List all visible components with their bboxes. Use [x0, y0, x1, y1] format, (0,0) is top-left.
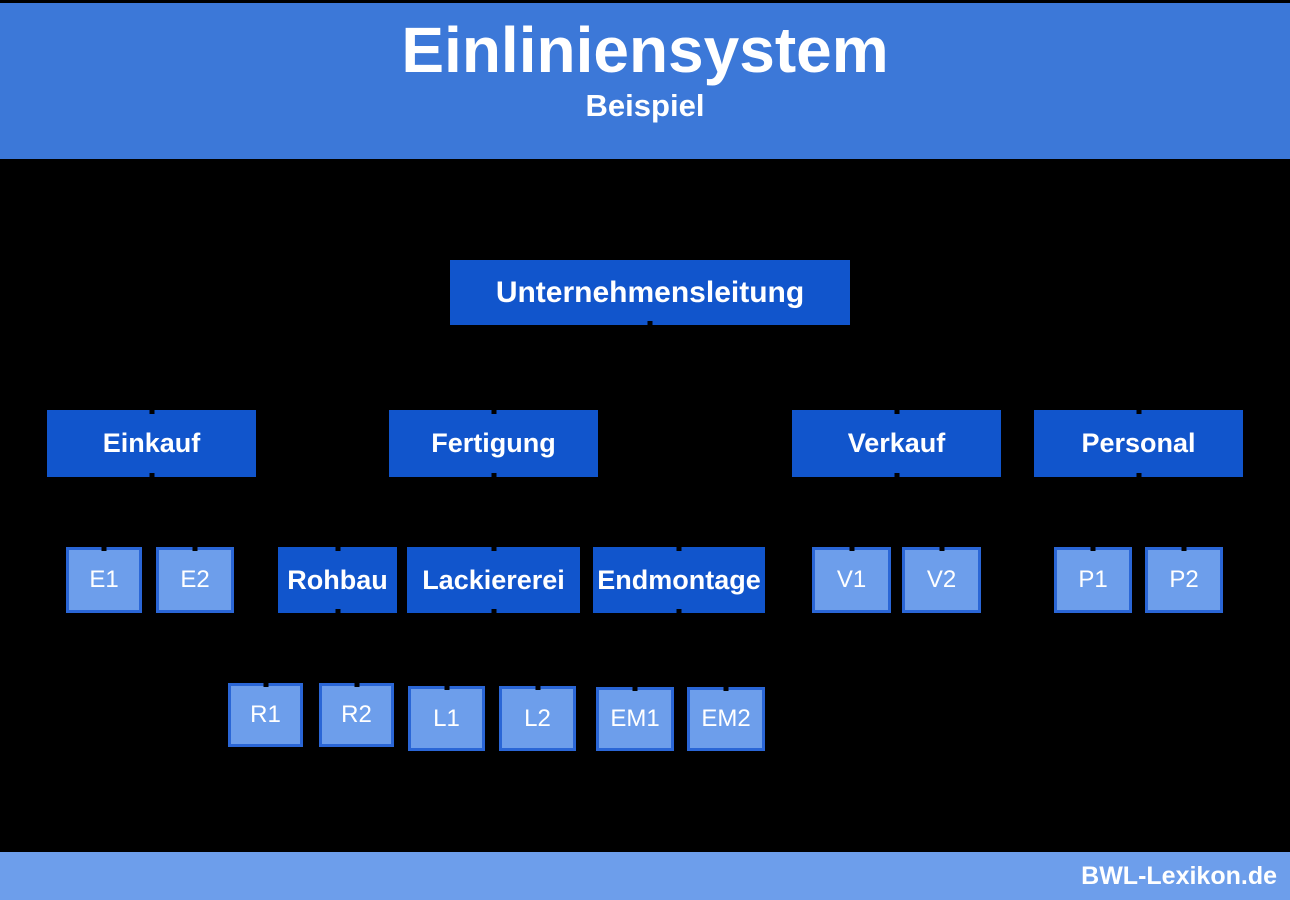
node-label: EM2: [701, 705, 751, 732]
connector-notch: [1090, 547, 1096, 551]
node-p2: P2: [1145, 547, 1223, 613]
connector-notch: [1181, 547, 1187, 551]
node-label: E2: [180, 566, 210, 593]
node-label: Unternehmensleitung: [495, 275, 805, 309]
node-label: L2: [524, 704, 551, 732]
node-v1: V1: [812, 547, 891, 613]
node-label: Fertigung: [431, 428, 556, 458]
connector-notch: [1136, 473, 1141, 477]
connector-notch: [849, 547, 854, 551]
node-label: R1: [250, 701, 281, 728]
node-label: Personal: [1081, 428, 1196, 458]
node-personal: Personal: [1034, 410, 1243, 477]
connector-notch: [894, 410, 899, 414]
footer-band: BWL-Lexikon.de: [0, 852, 1290, 900]
node-v2: V2: [902, 547, 981, 613]
node-l1: L1: [408, 686, 485, 751]
node-endmontage: Endmontage: [593, 547, 765, 613]
node-label: EM1: [610, 705, 660, 732]
node-verkauf: Verkauf: [792, 410, 1001, 477]
connector-notch: [149, 473, 154, 477]
node-rohbau: Rohbau: [278, 547, 397, 613]
node-label: Einkauf: [102, 428, 201, 458]
connector-notch: [647, 321, 653, 325]
connector-notch: [491, 609, 496, 613]
connector-notch: [939, 547, 944, 551]
connector-notch: [676, 547, 682, 551]
connector-notch: [335, 547, 340, 551]
node-label: P2: [1169, 566, 1199, 593]
connector-notch: [101, 547, 107, 551]
node-label: L1: [433, 704, 460, 732]
connector-notch: [1136, 410, 1141, 414]
header-band: Einliniensystem Beispiel: [0, 3, 1290, 159]
node-label: E1: [89, 566, 119, 593]
node-label: V2: [926, 566, 957, 593]
node-unternehmensleitung: Unternehmensleitung: [450, 260, 850, 325]
connector-notch: [354, 683, 359, 687]
connector-notch: [491, 473, 496, 477]
connector-notch: [632, 687, 638, 691]
connector-notch: [149, 410, 154, 414]
node-lackiererei: Lackiererei: [407, 547, 580, 613]
page-title: Einliniensystem: [401, 14, 889, 86]
node-r1: R1: [228, 683, 303, 747]
connector-notch: [335, 609, 340, 613]
brand-text: BWL-Lexikon.de: [1081, 861, 1277, 890]
connector-notch: [894, 473, 899, 477]
node-e2: E2: [156, 547, 234, 613]
connector-notch: [676, 609, 682, 613]
connector-notch: [491, 547, 496, 551]
node-em2: EM2: [687, 687, 765, 751]
connector-notch: [444, 686, 449, 690]
node-p1: P1: [1054, 547, 1132, 613]
connector-notch: [535, 686, 540, 690]
connector-notch: [491, 410, 496, 414]
connector-notch: [263, 683, 268, 687]
node-label: R2: [341, 701, 372, 728]
node-label: Endmontage: [597, 564, 761, 595]
node-r2: R2: [319, 683, 394, 747]
connector-notch: [192, 547, 198, 551]
node-einkauf: Einkauf: [47, 410, 256, 477]
node-e1: E1: [66, 547, 142, 613]
connector-notch: [723, 687, 729, 691]
node-fertigung: Fertigung: [389, 410, 598, 477]
node-label: Verkauf: [847, 428, 946, 458]
node-em1: EM1: [596, 687, 674, 751]
node-label: P1: [1078, 566, 1108, 593]
node-label: Rohbau: [287, 564, 388, 595]
node-label: Lackiererei: [422, 564, 565, 595]
node-label: V1: [836, 566, 867, 593]
node-l2: L2: [499, 686, 576, 751]
page-subtitle: Beispiel: [585, 88, 705, 124]
